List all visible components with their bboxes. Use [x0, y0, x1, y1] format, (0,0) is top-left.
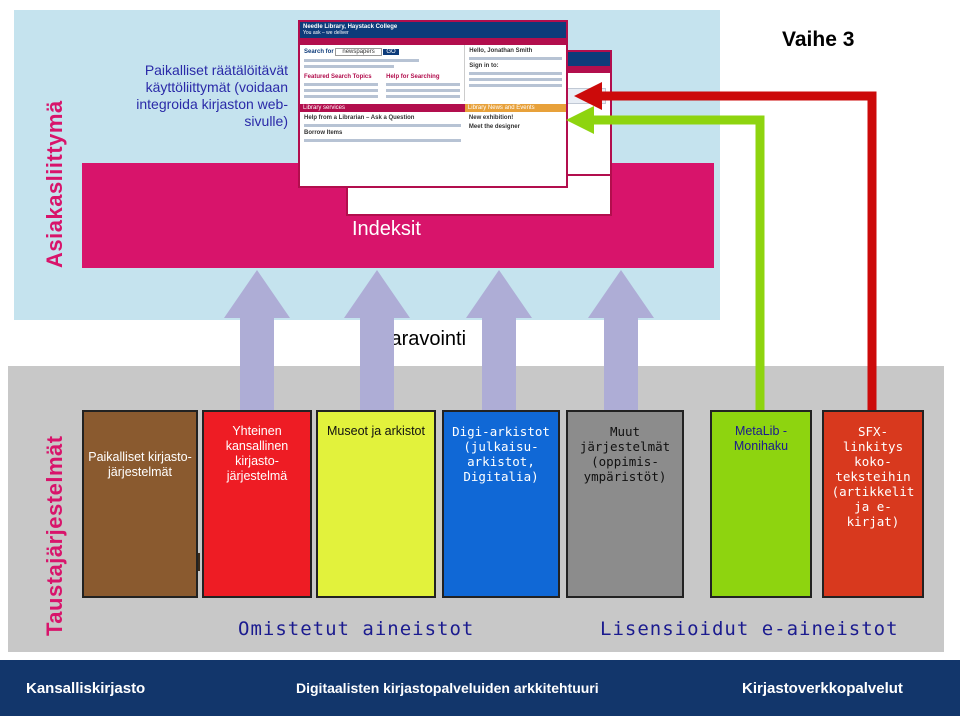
- web-page-services-title: Library services: [300, 104, 465, 112]
- metalib-arrowhead: [566, 106, 594, 134]
- web-page-header: Needle Library, Haystack College You ask…: [300, 22, 566, 38]
- web-page-news-1: New exhibition!: [468, 115, 514, 121]
- index-label: Indeksit: [352, 218, 421, 240]
- box-museums-archives-label: Museot ja arkistot: [327, 424, 425, 438]
- footer-right-logo-text: Kirjastoverkkopalvelut: [742, 680, 903, 697]
- web-page-nav-bar: [300, 38, 566, 45]
- box-local-library-systems: Paikalliset kirjasto-järjestelmät: [82, 410, 198, 598]
- box-national-library-system-label: Yhteinen kansallinen kirjasto-järjestelm…: [225, 424, 289, 483]
- web-page-go-button: GO: [383, 49, 399, 55]
- web-page-mockup: Needle Library, Haystack College You ask…: [298, 20, 568, 188]
- stage-label: Vaihe 3: [782, 28, 855, 51]
- harvest-arrow-1: [224, 270, 290, 410]
- metalib-arrow-line: [590, 115, 765, 412]
- web-page-featured-title: Featured Search Topics: [304, 74, 372, 80]
- web-page-sign-in: Sign in to:: [469, 63, 499, 69]
- box-national-library-system: Yhteinen kansallinen kirjasto-järjestelm…: [202, 410, 312, 598]
- footer-bar: [0, 660, 960, 716]
- web-page-help-title: Help for Searching: [386, 74, 440, 80]
- harvest-label: Haravointi: [376, 328, 467, 350]
- web-page-news-title: Library News and Events: [464, 104, 566, 112]
- web-page-greeting: Hello, Jonathan Smith: [469, 48, 533, 54]
- box-other-systems: Muut järjestelmät (oppimis-ympäristöt): [566, 410, 684, 598]
- footer-left-logo-text: Kansalliskirjasto: [26, 680, 146, 697]
- footer-center-title: Digitaalisten kirjastopalveluiden arkkit…: [296, 680, 599, 696]
- box-local-library-systems-label: Paikalliset kirjasto-järjestelmät: [88, 450, 192, 479]
- box-metalib-label: MetaLib - Monihaku: [733, 424, 789, 453]
- box-sfx: SFX-linkitys koko-teksteihin (artikkelit…: [822, 410, 924, 598]
- web-page-service-2: Borrow Items: [304, 130, 343, 136]
- web-page-search-label: Search for: [304, 49, 334, 55]
- harvest-arrow-3: [466, 270, 532, 410]
- box-digital-archives: Digi-arkistot (julkaisu-arkistot, Digita…: [442, 410, 560, 598]
- box-sfx-label: SFX-linkitys koko-teksteihin (artikkelit…: [831, 424, 915, 529]
- harvest-arrow-4: [588, 270, 654, 410]
- box-other-systems-label: Muut järjestelmät (oppimis-ympäristöt): [579, 424, 671, 484]
- box-museums-archives: Museot ja arkistot: [316, 410, 436, 598]
- box-metalib: MetaLib - Monihaku: [710, 410, 812, 598]
- harvest-arrow-2: [344, 270, 410, 410]
- web-page-news-2: Meet the designer: [468, 124, 520, 130]
- licensed-materials-label: Lisensioidut e-aineistot: [600, 618, 899, 640]
- local-interfaces-text: Paikalliset räätälöitävät käyttöliittymä…: [136, 62, 288, 129]
- box-digital-archives-label: Digi-arkistot (julkaisu-arkistot, Digita…: [452, 424, 550, 484]
- web-page-search-input: newspapers: [335, 48, 382, 56]
- web-page-tagline: You ask – we deliver: [303, 30, 349, 36]
- web-page-service-1: Help from a Librarian – Ask a Question: [304, 115, 415, 121]
- owned-materials-label: Omistetut aineistot: [238, 618, 475, 640]
- sfx-arrow-line: [600, 91, 877, 412]
- sfx-arrowhead: [574, 82, 602, 110]
- web-page-title: Needle Library, Haystack College: [303, 24, 398, 30]
